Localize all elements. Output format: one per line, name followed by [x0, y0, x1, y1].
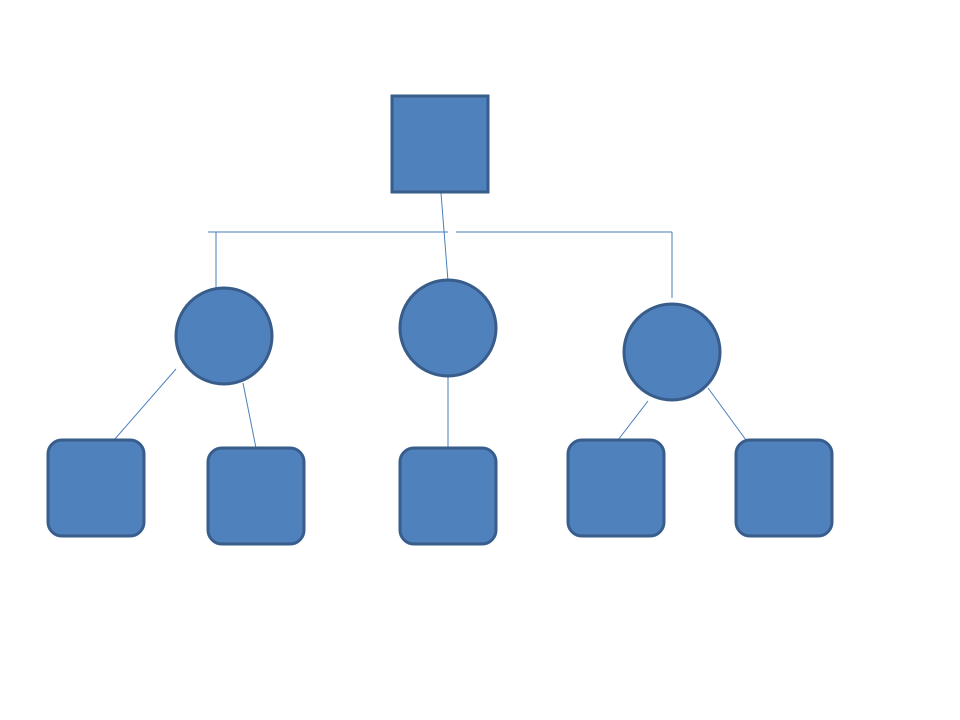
shapes [46, 94, 834, 546]
connectors [113, 192, 747, 449]
root-square [390, 94, 490, 194]
leaf-rounded-square-4 [566, 438, 666, 538]
connector-circle-1-child-1 [113, 368, 177, 441]
connector-root-to-circle-2 [440, 192, 449, 282]
connector-circle-1-child-2 [242, 382, 257, 449]
level1-circle-3 [622, 302, 722, 402]
connector-circle-3-child-1 [617, 400, 649, 441]
leaf-rounded-square-2 [206, 446, 306, 546]
level1-circle-1 [174, 286, 274, 386]
leaf-rounded-square-1 [46, 438, 146, 538]
leaf-rounded-square-3 [398, 446, 498, 546]
leaf-rounded-square-5 [734, 438, 834, 538]
connector-circle-3-child-2 [707, 387, 747, 441]
level1-circle-2 [398, 278, 498, 378]
